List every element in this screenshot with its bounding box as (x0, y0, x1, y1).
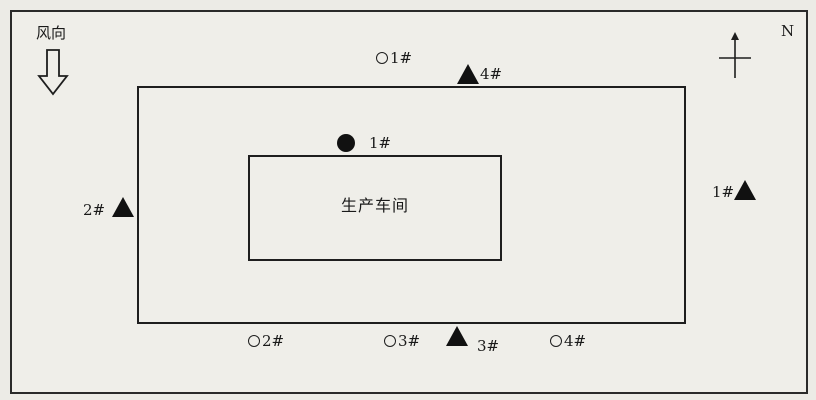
diagram-frame (10, 10, 808, 394)
factory-boundary (137, 86, 686, 324)
north-compass-icon (719, 32, 751, 78)
workshop-label: 生产车间 (340, 196, 409, 215)
wind-arrow-icon (37, 49, 69, 96)
production-workshop: 生产车间 (248, 155, 502, 261)
triangle-marker-3 (446, 326, 468, 346)
open-circle-label-3: 3# (398, 332, 421, 350)
open-circle-marker-1 (376, 52, 388, 64)
open-circle-marker-3 (384, 335, 396, 347)
filled-circle-label-1: 1# (369, 134, 392, 152)
open-circle-label-4: 4# (564, 332, 587, 350)
triangle-marker-1 (734, 180, 756, 200)
open-circle-label-2: 2# (262, 332, 285, 350)
north-label: N (781, 22, 795, 40)
triangle-marker-2 (112, 197, 134, 217)
triangle-marker-4 (457, 64, 479, 84)
triangle-label-2: 2# (83, 201, 106, 219)
filled-circle-marker-1 (337, 134, 355, 152)
triangle-label-1: 1# (712, 183, 735, 201)
triangle-label-3: 3# (477, 337, 500, 355)
open-circle-marker-2 (248, 335, 260, 347)
triangle-label-4: 4# (480, 65, 503, 83)
wind-direction-label: 风向 (36, 24, 67, 42)
open-circle-label-1: 1# (390, 49, 413, 67)
open-circle-marker-4 (550, 335, 562, 347)
